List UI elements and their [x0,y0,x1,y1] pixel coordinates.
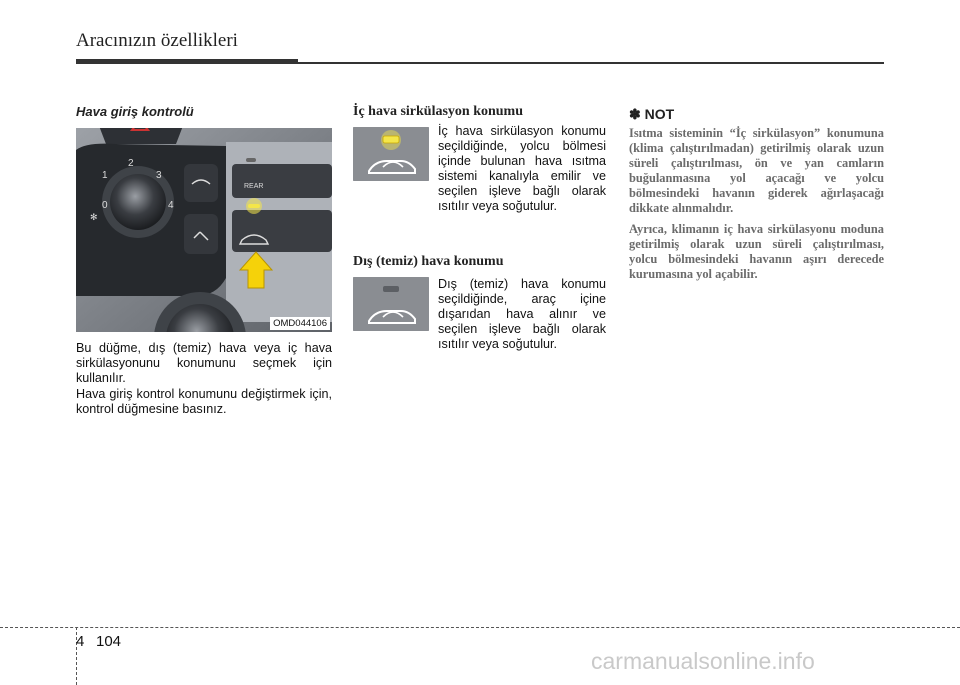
fresh-air-text: Dış (temiz) hava konumu seçildiğinde, ar… [438,277,606,351]
air-intake-paragraph-2: Hava giriş kontrol konumunu değiştirmek … [76,387,332,416]
fresh-air-heading: Dış (temiz) hava konumu [353,254,504,269]
chapter-number: 4 [76,633,85,650]
section-heading-air-intake: Hava giriş kontrolü [76,104,194,119]
dial-number-3: 3 [156,170,162,181]
header-rule-thick [76,59,298,64]
fan-icon: ✻ [90,212,98,222]
note-heading-label: NOT [644,106,675,122]
footer-rule [0,627,960,628]
press-arrow-icon [238,251,274,289]
footer-divider [76,627,77,685]
control-panel-illustration: 0 1 2 3 4 ✻ REAR [76,128,332,332]
watermark: carmanualsonline.info [591,648,815,674]
recirculation-icon [238,234,270,245]
recirculation-heading: İç hava sirkülasyon konumu [353,104,524,119]
note-paragraph-2: Ayrıca, klimanın iç hava sirkülasyonu mo… [629,222,884,282]
note-paragraph-1: Isıtma sisteminin “İç sirkülasyon” konum… [629,126,884,216]
dial-number-2: 2 [128,158,134,169]
rear-defrost-label: REAR [244,183,263,190]
air-intake-paragraph-1: Bu düğme, dış (temiz) hava veya iç hava … [76,341,332,385]
control-panel-figure: 0 1 2 3 4 ✻ REAR OMD044106 [76,128,332,332]
page-header-title: Aracınızın özellikleri [76,30,238,51]
recirculation-text: İç hava sirkülasyon konumu seçildiğinde,… [438,124,606,213]
floor-mode-icon [193,231,209,241]
defrost-front-icon [191,179,211,185]
page-number: 104 [96,633,122,650]
figure-label: OMD044106 [270,317,330,330]
header-rule-thin [298,62,884,64]
note-heading: ✽ NOT [629,106,674,123]
dial-number-0: 0 [102,200,108,211]
dial-number-4: 4 [168,200,174,211]
note-symbol-icon: ✽ [629,106,641,122]
dial-number-1: 1 [102,170,108,181]
car-fresh-air-icon [368,310,416,324]
recirculation-button-image [353,127,429,181]
car-recirc-icon [368,160,416,174]
fresh-air-button-image [353,277,429,331]
